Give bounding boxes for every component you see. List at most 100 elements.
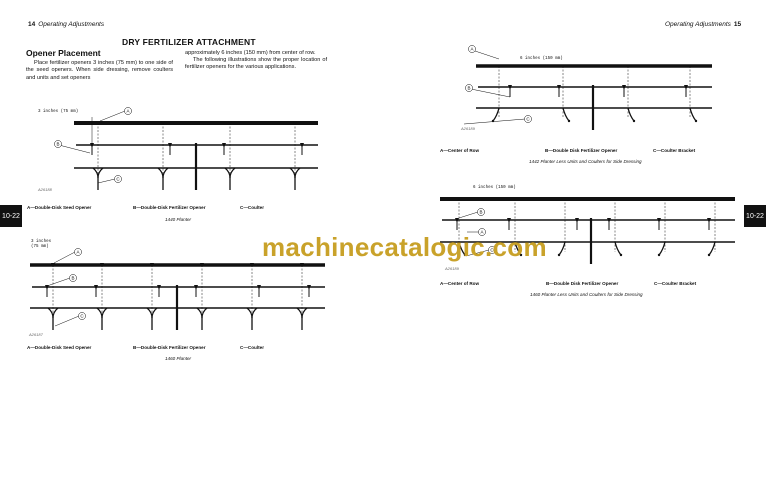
seed-opener [228, 121, 232, 125]
callout-circle [478, 228, 486, 236]
callout-circle [114, 175, 122, 183]
callout-label: B [71, 276, 74, 281]
seed-opener [250, 263, 254, 267]
seed-opener [100, 263, 104, 267]
callout-label: A [76, 250, 79, 255]
figure-id: A26189 [445, 266, 459, 271]
legend-item: A—Center of Row [440, 281, 480, 286]
bracket-end [463, 253, 467, 257]
bracket-end [657, 253, 661, 257]
callout-leader [99, 110, 126, 122]
figure-caption: 1442 Planter Less Units and Coulters for… [529, 159, 642, 164]
seed-opener [300, 263, 304, 267]
figure-caption: 1460 Planter [165, 356, 192, 361]
callout-circle [124, 107, 132, 115]
coulter-bracket [689, 107, 697, 122]
figure-caption: 1440 Planter [165, 217, 192, 222]
figure-id: A26189 [461, 126, 475, 131]
callout-leader [465, 87, 511, 98]
coulter [151, 307, 158, 319]
figure-id: A26188 [38, 187, 52, 192]
legend-item: B—Double Disk Fertilizer Opener [545, 148, 618, 153]
coulter-bracket [614, 241, 622, 256]
watermark: machinecatalogic.com [262, 232, 547, 262]
callout-leader [46, 277, 71, 287]
callout-leader [53, 251, 76, 264]
callout-label: A [470, 47, 473, 52]
seed-opener [200, 263, 204, 267]
running-head-text: Operating Adjustments [665, 21, 731, 28]
legend-item: B—Double-Disk Fertilizer Opener [133, 205, 206, 210]
page-number: 15 [733, 21, 742, 28]
coulter-bracket [708, 241, 716, 256]
legend-item: B—Double Disk Fertilizer Opener [546, 281, 619, 286]
coulter [301, 307, 308, 319]
paragraph: The following illustrations show the pro… [185, 57, 327, 71]
coulter [157, 167, 164, 190]
callout-circle [78, 312, 86, 320]
dimension-label: 6 inches (150 mm) [520, 57, 563, 61]
callout-label: B [56, 142, 59, 147]
figure-caption: 1460 Planter Less Units and Coulters for… [530, 292, 643, 297]
seed-opener [150, 263, 154, 267]
coulter [201, 307, 208, 319]
dimension-label: 3 inches (75 mm) [38, 110, 79, 114]
callout-circle [524, 115, 532, 123]
legend-item: A—Double-Disk Seed Opener [27, 345, 92, 350]
callout-circle [477, 208, 485, 216]
coulter [162, 167, 169, 179]
bracket-end [567, 119, 571, 123]
page-number: 14 [28, 21, 36, 28]
section-heading: Opener Placement [26, 48, 101, 58]
bracket-end [619, 253, 623, 257]
callout-label: C [526, 117, 530, 122]
coulter [224, 167, 231, 190]
callout-label: A [480, 230, 483, 235]
callout-circle [468, 45, 476, 53]
callout-leader [463, 118, 526, 125]
bracket-end [707, 253, 711, 257]
coulter [101, 307, 108, 319]
bracket-end [694, 119, 698, 123]
coulter [289, 167, 296, 190]
coulter-bracket [658, 241, 666, 256]
paragraph: Place fertilizer openers 3 inches (75 mm… [26, 60, 173, 81]
coulter [146, 307, 153, 330]
figure-id: A26187 [29, 332, 43, 337]
coulter [196, 307, 203, 330]
coulter [47, 307, 54, 330]
coulter [52, 307, 59, 319]
legend-item: C—Coulter Bracket [653, 148, 696, 153]
callout-label: A [126, 109, 129, 114]
seed-opener [161, 121, 165, 125]
legend-item: B—Double-Disk Fertilizer Opener [133, 345, 206, 350]
coulter [229, 167, 236, 179]
page-title: DRY FERTILIZER ATTACHMENT [122, 37, 256, 47]
bracket-end [519, 253, 523, 257]
callout-leader [458, 211, 479, 219]
coulter [97, 167, 104, 179]
callout-circle [74, 248, 82, 256]
running-head-text: Operating Adjustments [38, 21, 105, 28]
coulter-bracket [627, 107, 635, 122]
legend-item: A—Double-Disk Seed Opener [27, 205, 92, 210]
paragraph: approximately 6 inches (150 mm) from cen… [185, 50, 316, 56]
legend-item: A—Center of Row [440, 148, 480, 153]
bracket-end [632, 119, 636, 123]
section-tab: 10-22 [0, 205, 22, 227]
callout-label: B [479, 210, 482, 215]
callout-circle [465, 84, 473, 92]
coulter [246, 307, 253, 330]
callout-label: C [80, 314, 84, 319]
coulter [296, 307, 303, 330]
dimension-label: (75 mm) [31, 245, 49, 249]
legend-item: C—Coulter Bracket [654, 281, 697, 286]
dimension-label: 6 inches (150 mm) [473, 186, 516, 190]
callout-label: B [467, 86, 470, 91]
callout-label: C [490, 248, 494, 253]
callout-leader [54, 315, 80, 327]
callout-leader [97, 178, 116, 184]
